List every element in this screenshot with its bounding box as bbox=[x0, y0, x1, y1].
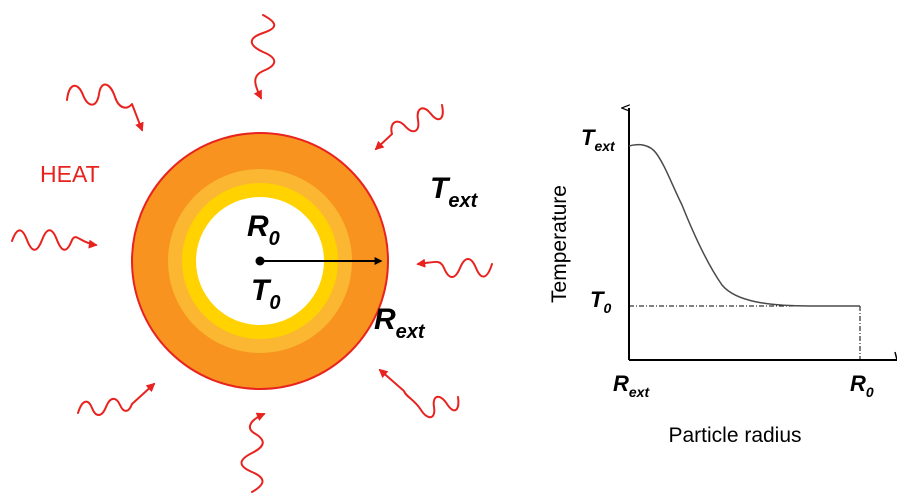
temperature-graph: Temperature Particle radius Text T0 Rext… bbox=[548, 108, 897, 447]
y-tick-t-ext: Text bbox=[581, 125, 616, 154]
heat-wave-arrow-bottom bbox=[240, 412, 266, 493]
heat-wave-arrow-top bbox=[250, 14, 276, 100]
heat-wave-arrow-top-left bbox=[66, 83, 144, 132]
x-axis-title: Particle radius bbox=[668, 424, 801, 447]
core-radius-label: R0 bbox=[247, 210, 280, 250]
y-axis-title: Temperature bbox=[548, 185, 571, 303]
outer-radius-label: Rext bbox=[374, 303, 426, 343]
heat-wave-arrow-bottom-left bbox=[77, 382, 156, 416]
x-tick-r-ext: Rext bbox=[613, 371, 650, 400]
outer-temp-label: Text bbox=[430, 172, 479, 212]
particle: R0 T0 Rext Text HEAT bbox=[40, 132, 479, 390]
x-tick-r0: R0 bbox=[850, 371, 874, 400]
temperature-curve bbox=[628, 143, 860, 307]
heat-wave-arrow-bottom-right bbox=[378, 368, 460, 419]
heat-waves bbox=[11, 14, 493, 493]
particle-center-dot bbox=[255, 256, 265, 266]
heat-wave-arrow-left bbox=[11, 229, 98, 251]
heat-wave-arrow-right bbox=[416, 258, 493, 278]
heat-wave-arrow-top-right bbox=[374, 104, 444, 151]
core-temp-label: T0 bbox=[251, 274, 280, 314]
y-tick-t0: T0 bbox=[590, 287, 611, 316]
heat-label: HEAT bbox=[40, 161, 100, 187]
